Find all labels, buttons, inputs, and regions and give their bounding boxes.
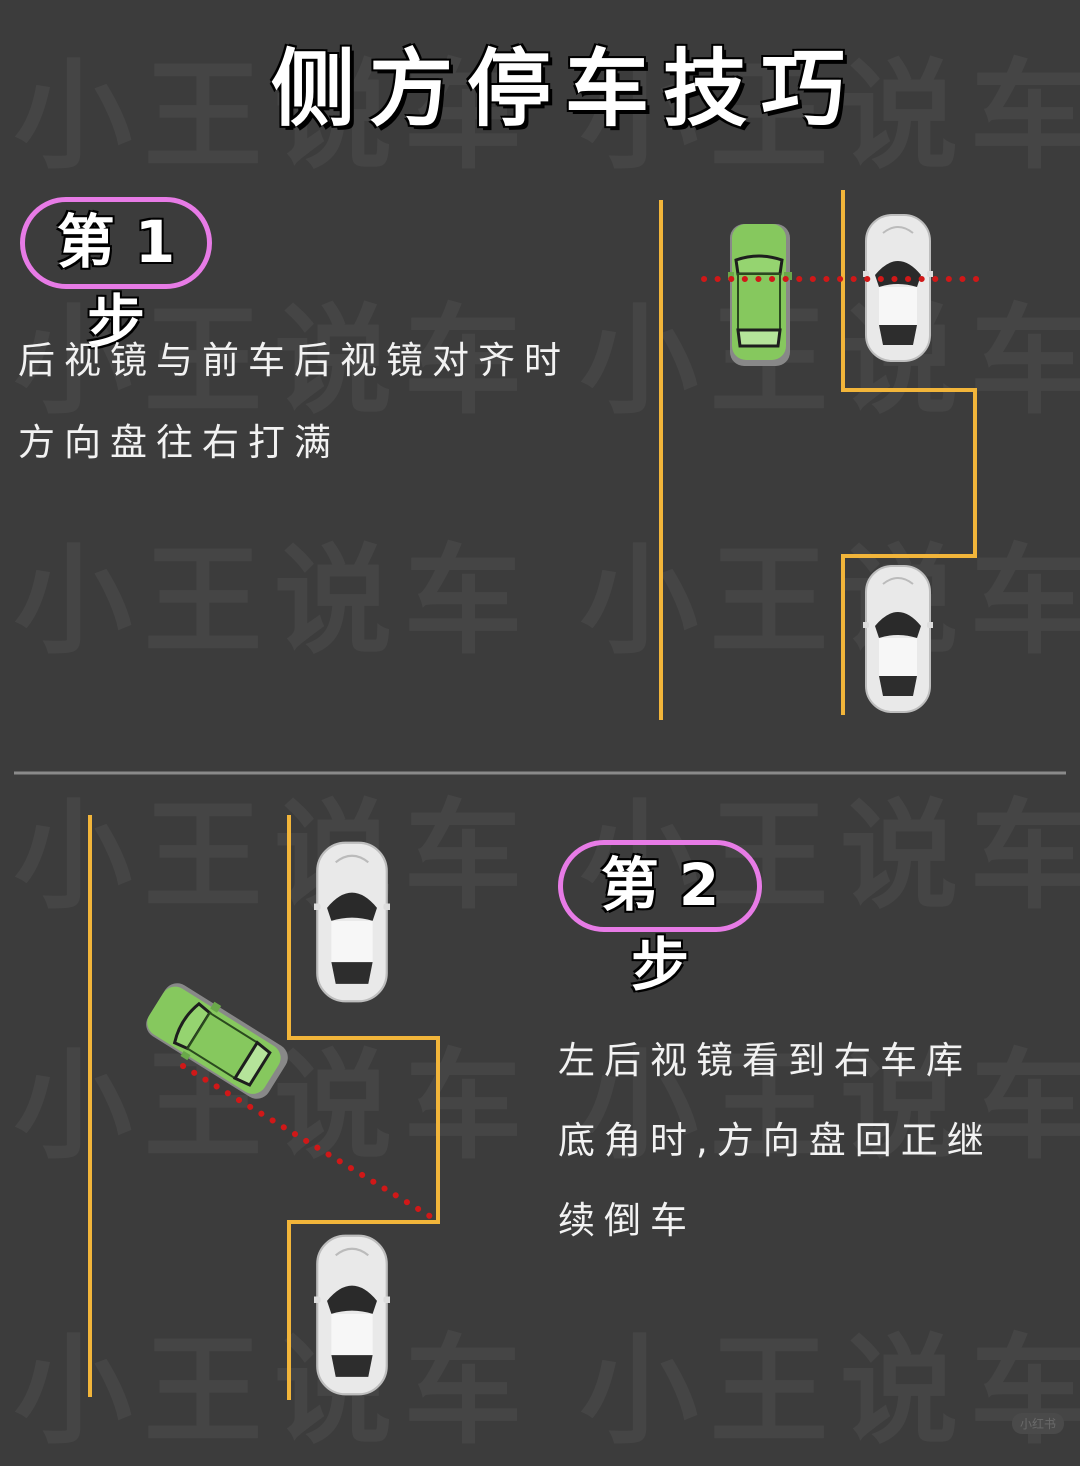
parking-bay-outline: [841, 190, 977, 715]
rear-parked-car: [314, 1234, 390, 1396]
watermark: 小王说车: [14, 532, 535, 670]
watermark: 小王说车: [14, 47, 535, 185]
watermark: 小王说车: [580, 47, 1080, 185]
step1-badge: 第 1 步: [20, 197, 212, 356]
watermark: 小王说车: [14, 1322, 535, 1460]
page-title: 侧方停车技巧: [270, 40, 859, 138]
step1-text-line: 后视镜与前车后视镜对齐时: [18, 339, 570, 382]
step1-text-line: 方向盘往右打满: [18, 421, 340, 464]
watermark: 小王说车: [580, 1322, 1080, 1460]
step1-diagram: [659, 190, 977, 720]
step2-text-line: 续倒车: [558, 1199, 696, 1242]
step2-text-line: 底角时,方向盘回正继: [558, 1119, 993, 1162]
watermark: 小王说车: [580, 787, 1080, 925]
step2-diagram: [88, 815, 440, 1400]
front-parked-car: [863, 213, 933, 363]
step2-text-line: 左后视镜看到右车库: [558, 1039, 972, 1082]
sightline-to-bay-corner: [180, 1063, 436, 1221]
watermark: 小王说车: [580, 292, 1080, 430]
own-car-green: [728, 222, 792, 368]
parking-bay-outline: [287, 815, 440, 1400]
watermark: 小王说车: [580, 1037, 1080, 1175]
watermark: 小王说车: [14, 787, 535, 925]
watermark: 小王说车: [14, 292, 535, 430]
platform-badge: 小红书: [1011, 1413, 1064, 1434]
front-parked-car: [314, 841, 390, 1003]
step2-badge: 第 2 步: [558, 840, 762, 999]
watermark: 小王说车: [580, 532, 1080, 670]
rear-parked-car: [863, 564, 933, 714]
